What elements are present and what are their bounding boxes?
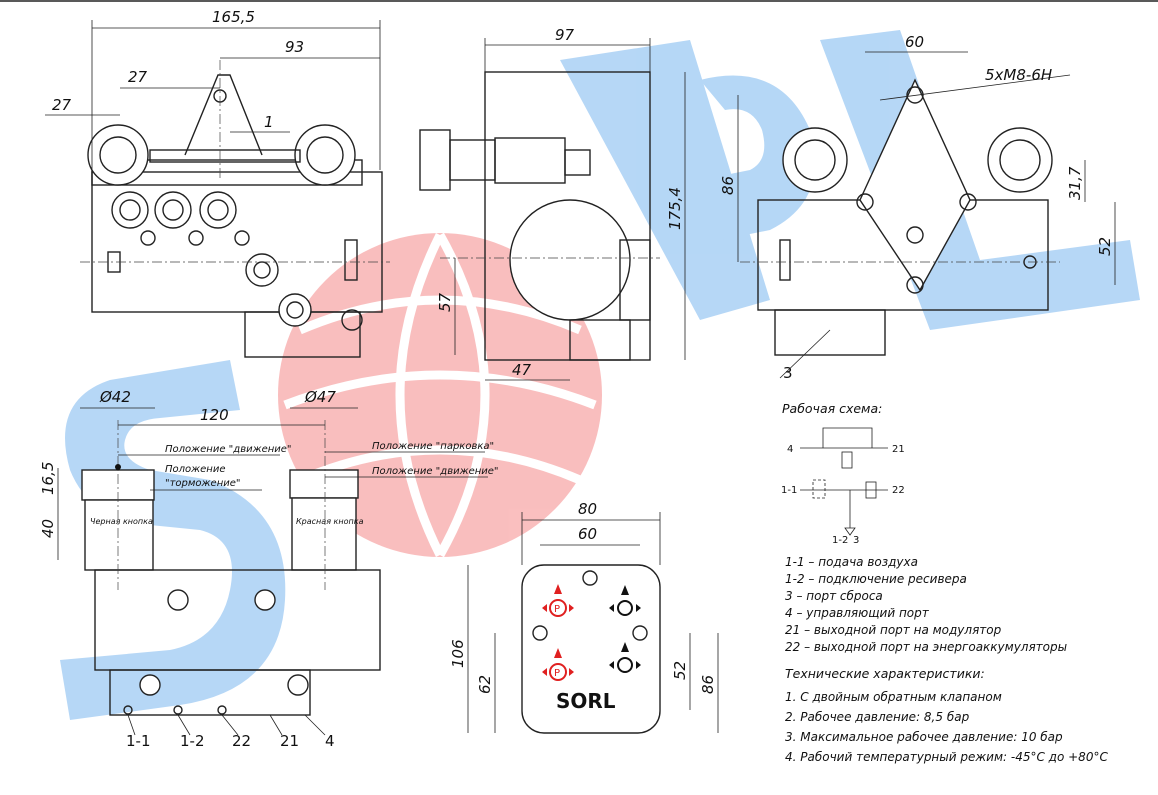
note-brake-left-2: "торможение" [165,478,241,489]
dim-52-top: 52 [1096,237,1114,256]
port-label-1-1: 1-1 [126,732,151,750]
scheme-port-21: 21 [892,444,905,455]
rear-view: 60 5xM8-6H 86 31,7 52 3 [719,33,1116,382]
dim-86-top: 86 [719,176,737,195]
dim-phi47: Ø47 [304,388,336,406]
control-panel-view: P P SORL 80 60 [449,500,719,734]
dim-27-top: 27 [128,68,148,86]
scheme-port-1-2: 1-2 [832,535,848,546]
legend-item-6: 22 – выходной порт на энергоаккумуляторы [785,640,1067,654]
side-view: 97 175,4 57 47 [419,26,686,381]
port-label-1-2: 1-2 [180,732,205,750]
port-label-4: 4 [325,732,335,750]
legend-item-4: 4 – управляющий порт [785,606,930,620]
dim-86-panel: 86 [699,675,717,694]
dim-97: 97 [555,26,575,44]
note-red-button: Красная кнопка [296,517,364,526]
dim-47: 47 [512,361,532,379]
dim-40: 40 [39,519,57,538]
dim-80: 80 [578,500,597,518]
dim-62: 62 [476,675,494,694]
legend-item-1: 1-1 – подача воздуха [785,555,918,569]
spec-item-2: 2. Рабочее давление: 8,5 бар [785,710,970,724]
working-scheme: Рабочая схема: 4 21 1-1 22 1-2 3 [781,401,905,546]
dim-165-5: 165,5 [212,8,255,26]
legend-item-3: 3 – порт сброса [785,589,883,603]
dim-phi42: Ø42 [99,388,131,406]
scheme-port-1-1: 1-1 [781,485,797,496]
dim-1: 1 [264,113,274,131]
port-legend: 1-1 – подача воздуха 1-2 – подключение р… [785,555,1067,654]
park-icon-upper: P [542,584,574,617]
dim-60-panel: 60 [578,525,597,543]
bottom-view: Ø42 Ø47 120 16,5 40 Положение "движение"… [39,388,499,750]
spec-item-3: 3. Максимальное рабочее давление: 10 бар [785,730,1063,744]
note-brake-left-1: Положение [165,464,226,475]
dim-106: 106 [449,639,467,668]
spec-item-1: 1. С двойным обратным клапаном [785,690,1002,704]
scheme-port-3: 3 [853,535,859,546]
legend-item-2: 1-2 – подключение ресивера [785,572,967,586]
thread-spec: 5xM8-6H [985,66,1052,84]
brand-logo: SORL [556,689,616,713]
note-black-button: Черная кнопка [90,517,153,526]
dim-60-top: 60 [905,33,924,51]
specs-title: Технические характеристики: [785,666,985,681]
tech-specs: Технические характеристики: 1. С двойным… [785,666,1108,764]
scheme-port-22: 22 [892,485,905,496]
legend-item-5: 21 – выходной порт на модулятор [785,623,1002,637]
scheme-port-4: 4 [787,444,793,455]
dim-120: 120 [200,406,229,424]
note-park-right: Положение "парковка" [372,441,494,452]
dim-57: 57 [436,292,454,312]
dim-31-7: 31,7 [1066,166,1084,200]
dim-16-5: 16,5 [39,462,57,495]
drive-icon-upper [609,585,641,616]
watermark-globe [278,232,602,558]
park-symbol-lower: P [554,668,560,679]
dim-93: 93 [285,38,304,56]
port-label-21: 21 [280,732,299,750]
park-symbol-upper: P [554,604,560,615]
port-label-22: 22 [232,732,251,750]
dim-52-panel: 52 [671,661,689,680]
dim-175-4: 175,4 [666,187,684,230]
spec-item-4: 4. Рабочий температурный режим: -45°С до… [785,750,1108,764]
drive-icon-lower [609,642,641,673]
note-drive-left: Положение "движение" [165,444,292,455]
dim-27-left: 27 [52,96,72,114]
park-icon-lower: P [542,648,574,681]
note-drive-right: Положение "движение" [372,466,499,477]
scheme-title: Рабочая схема: [782,401,882,416]
watermark-letters [60,30,1140,720]
port-label-3: 3 [783,364,793,382]
front-view: 165,5 93 27 27 1 [45,8,390,358]
